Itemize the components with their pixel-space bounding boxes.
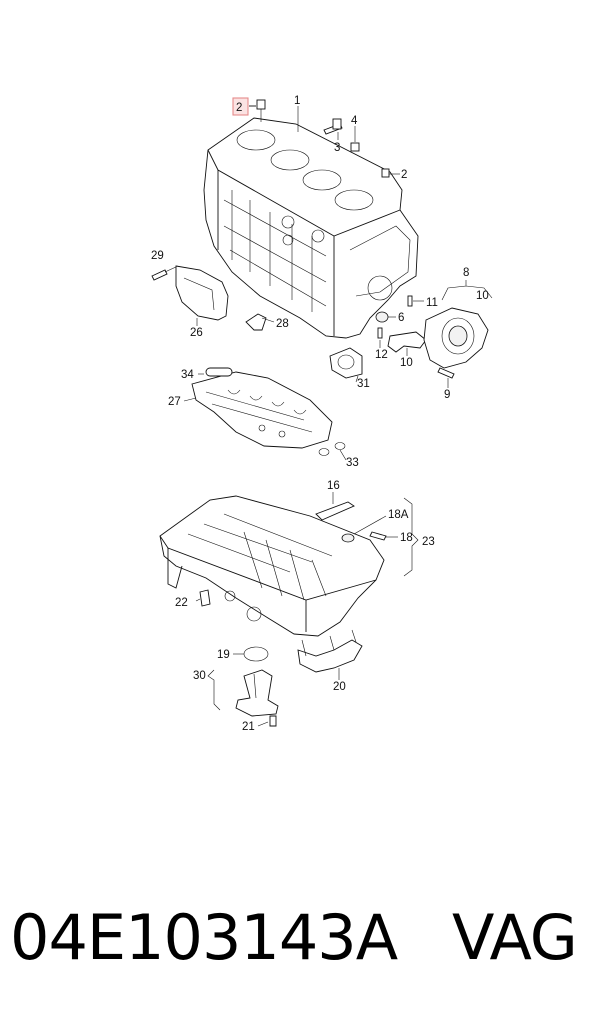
callout-4: 4 <box>351 115 358 127</box>
engine-block-drawing <box>203 117 419 339</box>
callout-2-right: 2 <box>401 169 407 181</box>
callout-18a: 18A <box>388 509 409 521</box>
callout-19: 30 <box>193 670 206 682</box>
part-number-label: 04E103143A <box>10 901 398 974</box>
callout-3: 3 <box>334 142 340 154</box>
callout-2-highlighted: 2 <box>236 102 242 114</box>
callout-34: 34 <box>181 369 194 381</box>
callout-12: 12 <box>375 349 388 361</box>
callout-8: 8 <box>463 267 469 279</box>
seal-strip <box>205 367 233 377</box>
callout-10-upper: 10 <box>476 290 489 302</box>
callout-11: 11 <box>426 297 438 309</box>
callout-22: 22 <box>175 597 188 609</box>
callout-31: 31 <box>357 378 370 390</box>
callout-28: 28 <box>276 318 289 330</box>
callout-20: 19 <box>217 649 230 661</box>
bearing-frame-drawing <box>191 371 333 449</box>
callout-18: 18 <box>400 532 413 544</box>
callout-30: 20 <box>333 681 346 693</box>
callout-1: 1 <box>294 95 300 107</box>
callout-21: 21 <box>242 721 255 733</box>
callout-9: 9 <box>444 389 450 401</box>
callout-23: 23 <box>422 536 435 548</box>
brand-label: VAG <box>452 901 578 974</box>
callout-26: 26 <box>190 327 203 339</box>
exploded-parts-diagram: 2 1 3 4 2 29 26 28 6 11 12 10 8 10 <box>151 95 493 733</box>
callout-16: 16 <box>327 480 340 492</box>
callout-10-lower: 10 <box>400 357 413 369</box>
callout-27: 27 <box>168 396 181 408</box>
callout-6: 6 <box>398 312 404 324</box>
highlight-box <box>232 97 249 116</box>
callout-33: 33 <box>346 457 359 469</box>
oil-pan-drawing <box>159 495 385 637</box>
callout-29: 29 <box>151 250 164 262</box>
